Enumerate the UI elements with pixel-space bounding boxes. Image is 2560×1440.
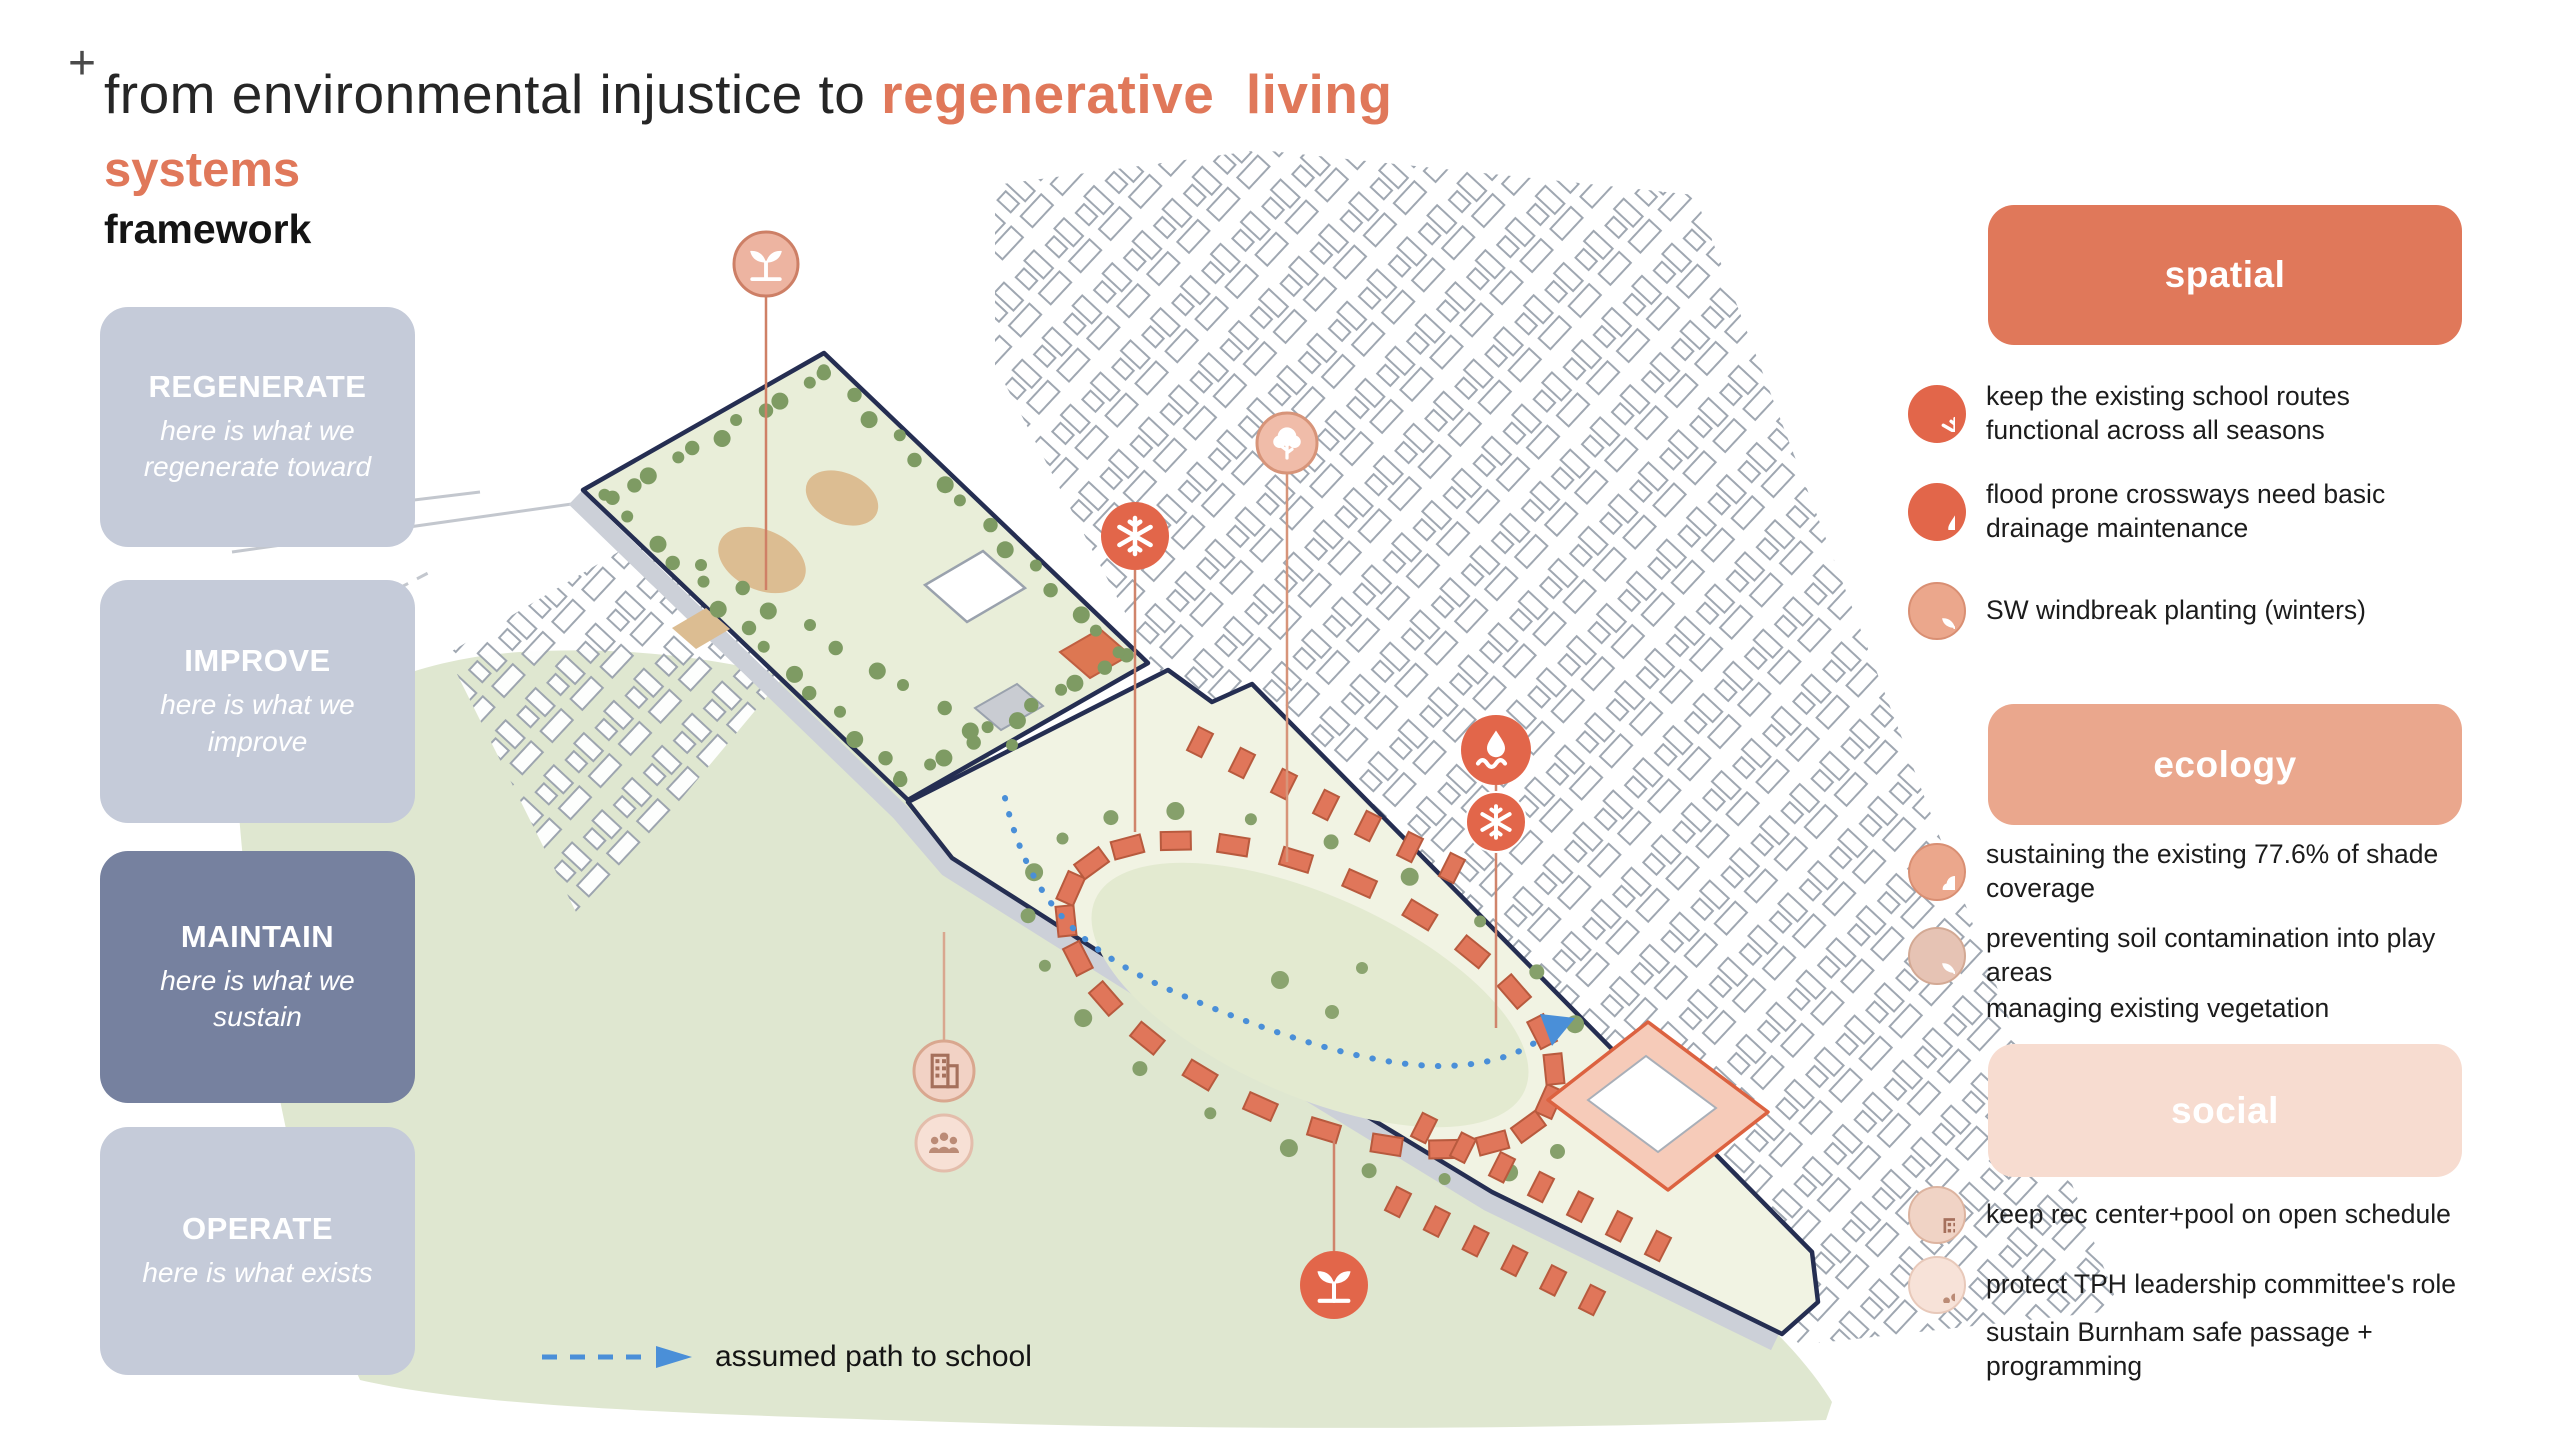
- soil-planting-icon: [1908, 926, 1966, 985]
- snowflake-icon: [1908, 384, 1966, 443]
- stage-description: here is what we improve: [160, 689, 355, 757]
- rec-center-pin: [912, 1039, 976, 1103]
- flood-pin: [1461, 715, 1531, 785]
- title-line-2: systems: [104, 143, 301, 197]
- social-item-safe-passage: sustain Burnham safe passage + programmi…: [1908, 1316, 2508, 1384]
- flood-icon: [1908, 482, 1966, 541]
- ecology-item-shade: sustaining the existing 77.6% of shade c…: [1908, 838, 2508, 906]
- snowflake-pin: [1101, 502, 1169, 570]
- rec-center: [1546, 1020, 1770, 1192]
- panel-header-social: social: [1988, 1044, 2462, 1177]
- panel-header-spatial: spatial: [1988, 205, 2462, 345]
- stage-description: here is what exists: [142, 1256, 373, 1288]
- shade-tree-icon: [1908, 842, 1966, 901]
- stage-description: here is what we regenerate toward: [143, 414, 372, 482]
- panel-header-ecology: ecology: [1988, 704, 2462, 825]
- item-text: keep rec center+pool on open schedule: [1986, 1199, 2451, 1230]
- page-title: from environmental injustice to regenera…: [104, 62, 1604, 253]
- windbreak-planting-icon: [1908, 582, 1966, 640]
- stage-label: MAINTAIN: [180, 918, 335, 954]
- stage-card-maintain[interactable]: MAINTAIN here is what we sustain: [100, 851, 415, 1103]
- stage-card-operate[interactable]: OPERATE here is what exists: [100, 1127, 415, 1375]
- legend-path-to-school: assumed path to school: [540, 1340, 1032, 1374]
- item-text: flood prone crossways need basic drainag…: [1986, 479, 2386, 543]
- title-line-1: from environmental injustice to regenera…: [104, 62, 1604, 126]
- stage-card-improve[interactable]: IMPROVE here is what we improve: [100, 580, 415, 823]
- stage-label: REGENERATE: [148, 368, 367, 404]
- social-item-leadership: protect TPH leadership committee's role: [1908, 1256, 2508, 1314]
- stage-card-regenerate[interactable]: REGENERATE here is what we regenerate to…: [100, 307, 415, 547]
- item-text: SW windbreak planting (winters): [1986, 595, 2366, 626]
- stage-description: here is what we sustain: [160, 964, 355, 1032]
- legend-label: assumed path to school: [715, 1340, 1032, 1373]
- rec-center-icon: [1908, 1186, 1966, 1244]
- item-text: protect TPH leadership committee's role: [1986, 1269, 2456, 1300]
- community-pin: [914, 1113, 974, 1173]
- planting-pin-2: [1300, 1251, 1368, 1319]
- title-prefix: from environmental injustice to: [104, 63, 882, 125]
- ecology-item-vegetation: managing existing vegetation: [1908, 992, 2508, 1026]
- neighborhood-fabric: [447, 150, 2120, 1345]
- item-text: sustain Burnham safe passage + programmi…: [1986, 1317, 2373, 1381]
- item-text: keep the existing school routes function…: [1986, 381, 2350, 445]
- title-highlight: regenerative living: [881, 63, 1393, 125]
- social-item-rec-center: keep rec center+pool on open schedule: [1908, 1186, 2508, 1244]
- spatial-item-drainage: flood prone crossways need basic drainag…: [1908, 478, 2508, 546]
- plus-mark: +: [68, 37, 97, 90]
- title-line-3: framework: [104, 206, 312, 252]
- stage-label: IMPROVE: [184, 643, 331, 679]
- community-icon: [1908, 1256, 1966, 1314]
- spatial-item-school-routes: keep the existing school routes function…: [1908, 380, 2508, 448]
- map-pins: [732, 230, 1531, 1319]
- stage-label: OPERATE: [181, 1210, 334, 1246]
- school-path: [1002, 795, 1575, 1070]
- ecology-item-soil: preventing soil contamination into play …: [1908, 922, 2508, 990]
- shade-tree-pin: [1255, 411, 1319, 475]
- map-decorations: [598, 364, 1673, 1317]
- item-text: preventing soil contamination into play …: [1986, 923, 2436, 987]
- housing-area: [905, 667, 1821, 1337]
- landscape-greenfield: [238, 650, 1832, 1428]
- site-road-band: [568, 491, 1779, 1351]
- item-text: managing existing vegetation: [1986, 993, 2330, 1023]
- snowflake-pin-2: [1465, 791, 1527, 853]
- park: [580, 350, 1151, 803]
- spatial-item-windbreak: SW windbreak planting (winters): [1908, 582, 2508, 640]
- dashed-arrow-icon: [542, 1346, 692, 1368]
- item-text: sustaining the existing 77.6% of shade c…: [1986, 839, 2439, 903]
